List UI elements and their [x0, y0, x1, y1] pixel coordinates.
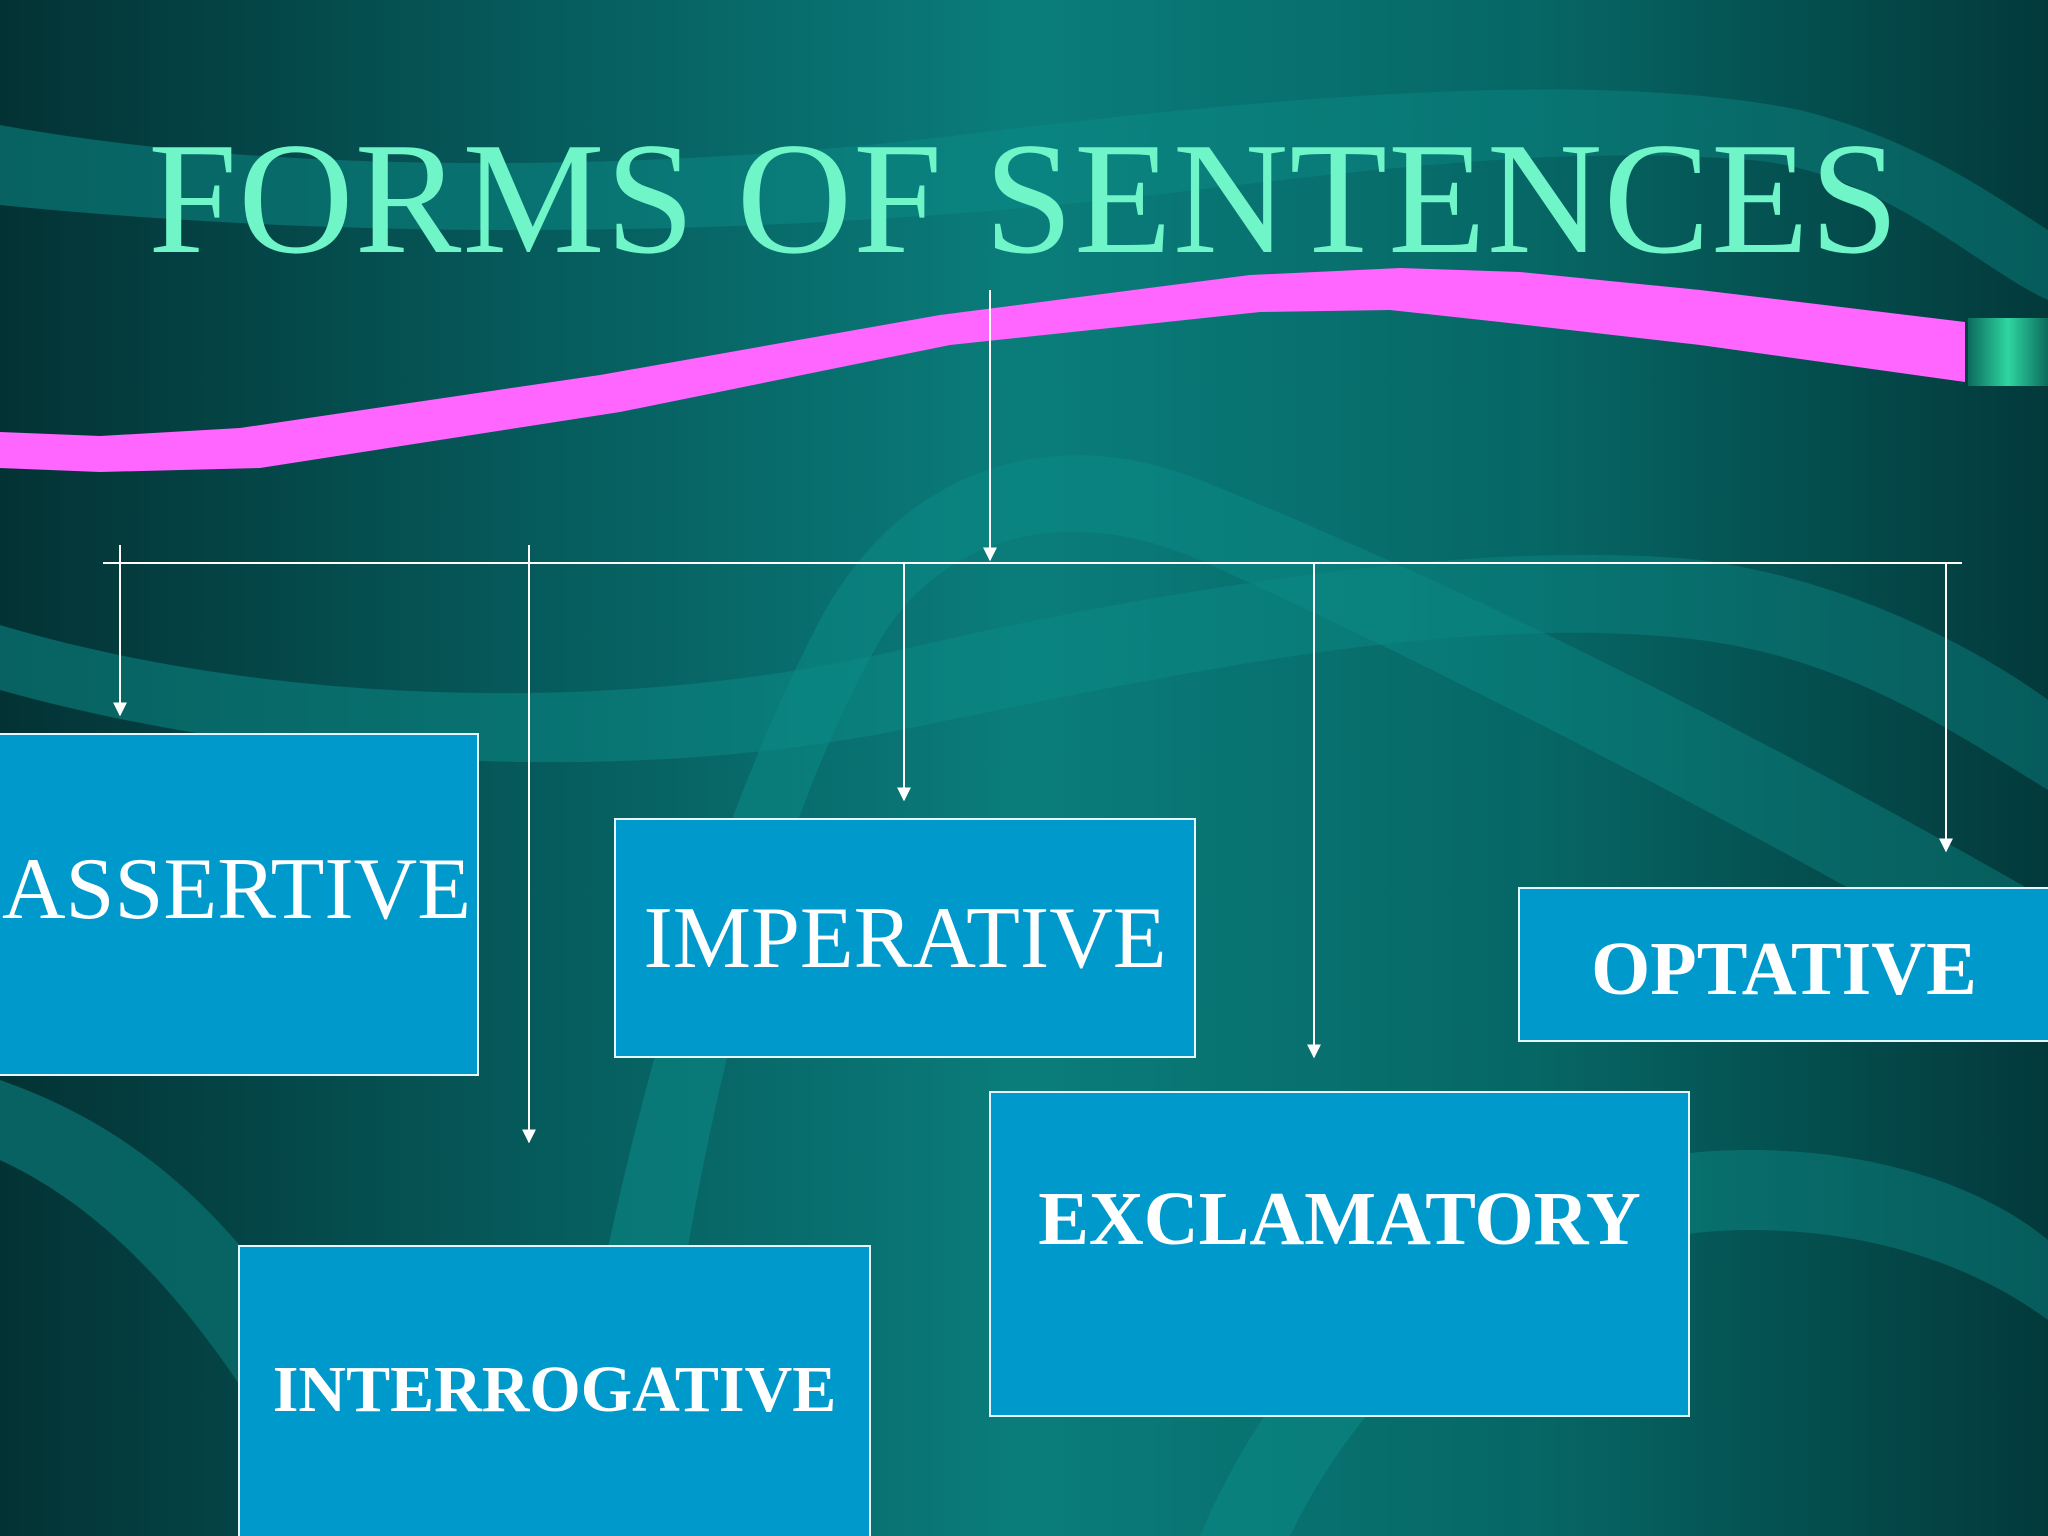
category-box-interrogative: INTERROGATIVE — [238, 1245, 871, 1536]
category-label: EXCLAMATORY — [1038, 1176, 1641, 1261]
category-label: OPTATIVE — [1591, 927, 1977, 1011]
background-ribbon — [0, 554, 2048, 790]
page-title: FORMS OF SENTENCES — [148, 109, 1900, 287]
background-ribbon — [0, 89, 2048, 300]
category-label: IMPERATIVE — [643, 889, 1167, 987]
category-box-exclamatory: EXCLAMATORY — [989, 1091, 1690, 1417]
category-label: ASSERTIVE — [2, 841, 471, 938]
background-ribbon — [560, 455, 2048, 1536]
accent-tab — [1968, 318, 2048, 386]
category-label: INTERROGATIVE — [272, 1353, 837, 1426]
accent-stripe — [0, 268, 1965, 472]
category-box-assertive: ASSERTIVE — [0, 733, 479, 1076]
category-box-imperative: IMPERATIVE — [614, 818, 1196, 1058]
category-box-optative: OPTATIVE — [1518, 887, 2048, 1042]
